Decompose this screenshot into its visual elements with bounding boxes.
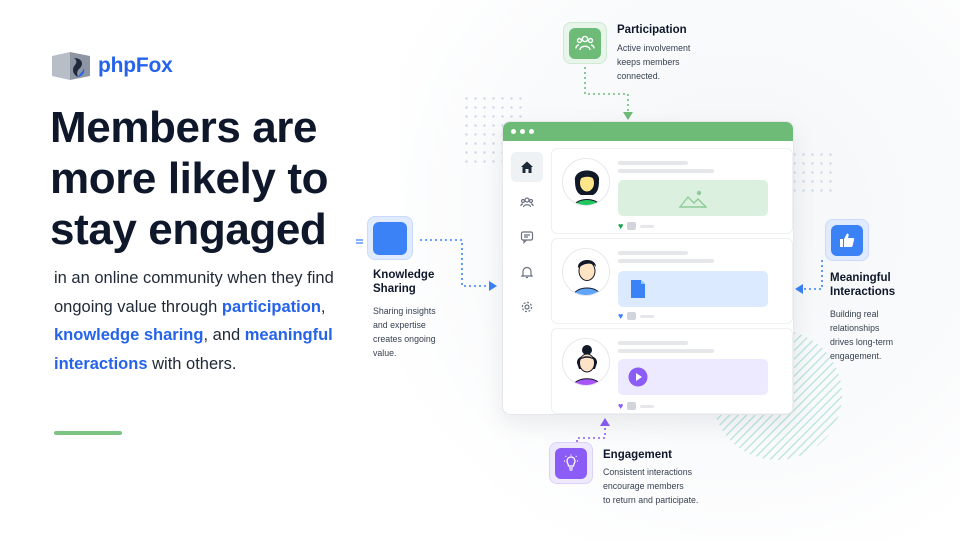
knowledge-title-line: Sharing — [373, 283, 416, 295]
knowledge-desc-line: value. — [373, 348, 397, 358]
logo-text: phpFox — [98, 54, 173, 77]
bell-icon[interactable] — [511, 257, 543, 287]
play-icon[interactable] — [628, 367, 648, 387]
window-dot — [520, 129, 525, 134]
participation-desc-line: keeps members — [617, 57, 680, 67]
app-sidebar — [511, 152, 545, 327]
group-icon[interactable] — [511, 187, 543, 217]
settings-icon[interactable] — [511, 292, 543, 322]
avatar — [562, 158, 610, 206]
engagement-desc-line: encourage members — [603, 481, 684, 491]
engagement-desc: Consistent interactions encourage member… — [603, 465, 698, 507]
accent-divider — [54, 431, 122, 435]
phpfox-logo-icon — [50, 50, 92, 82]
chat-icon[interactable] — [511, 222, 543, 252]
subtitle-and: and — [212, 326, 241, 344]
post-reactions[interactable]: ♥ — [618, 311, 655, 321]
meaningful-desc: Building real relationships drives long-… — [830, 307, 893, 363]
video-post-media[interactable] — [618, 359, 768, 395]
title-line-3: stay engaged — [50, 205, 327, 254]
people-icon — [575, 35, 595, 51]
participation-desc: Active involvement keeps members connect… — [617, 41, 690, 83]
text-placeholder-line — [618, 349, 714, 353]
engagement-icon-box — [549, 442, 593, 484]
engagement-title: Engagement — [603, 449, 673, 461]
logo[interactable]: phpFox — [50, 50, 173, 82]
post-reactions[interactable]: ♥ — [618, 221, 655, 231]
page-title: Members are more likely to stay engaged — [50, 102, 370, 255]
highlight-participation: participation — [221, 297, 321, 316]
text-placeholder-line — [618, 169, 714, 173]
avatar — [562, 338, 610, 386]
subtitle-text-1: in an online community when they find on… — [54, 269, 334, 316]
dot-pattern-right — [790, 150, 834, 194]
document-post-media[interactable] — [618, 271, 768, 307]
participation-desc-line: Active involvement — [617, 43, 691, 53]
post-reactions[interactable]: ♥ — [618, 401, 655, 411]
meaningful-icon-box — [825, 219, 869, 261]
participation-icon-box — [563, 22, 607, 64]
subtitle-comma-2: , — [203, 326, 209, 344]
text-placeholder-line — [618, 259, 714, 263]
knowledge-title-line: Knowledge — [373, 269, 435, 281]
window-title-bar — [503, 122, 793, 141]
feed-post[interactable]: ♥ — [551, 148, 793, 234]
meaningful-desc-line: drives long-term — [830, 337, 894, 347]
knowledge-desc-line: creates ongoing — [373, 334, 436, 344]
participation-desc-line: connected. — [617, 71, 661, 81]
feed-post[interactable]: ♥ — [551, 328, 793, 414]
knowledge-title: Knowledge Sharing — [373, 268, 434, 296]
engagement-desc-line: Consistent interactions — [603, 467, 692, 477]
meaningful-desc-line: Building real — [830, 309, 879, 319]
meaningful-desc-line: relationships — [830, 323, 880, 333]
lightbulb-icon — [564, 454, 578, 471]
community-app-window: ♥ ♥ — [502, 121, 794, 415]
meaningful-desc-line: engagement. — [830, 351, 882, 361]
engagement-desc-line: to return and participate. — [603, 495, 699, 505]
highlight-knowledge-sharing: knowledge sharing — [54, 326, 204, 344]
image-post-media[interactable] — [618, 180, 768, 216]
text-placeholder-line — [618, 161, 688, 165]
thumbs-up-icon — [840, 233, 855, 247]
meaningful-title-line: Meaningful — [830, 272, 891, 284]
subtitle-text-2: with others. — [152, 354, 237, 373]
meaningful-title: Meaningful Interactions — [830, 271, 895, 299]
highlight-meaningful-interactions: meaningful interactions — [54, 326, 333, 373]
feed-post[interactable]: ♥ — [551, 238, 793, 324]
title-line-2: more likely to — [50, 154, 329, 203]
participation-title: Participation — [617, 24, 687, 36]
image-icon — [679, 190, 707, 208]
knowledge-desc: Sharing insights and expertise creates o… — [373, 304, 436, 360]
knowledge-desc-line: and expertise — [373, 320, 426, 330]
title-line-1: Members are — [50, 103, 318, 152]
document-icon — [631, 280, 645, 298]
text-placeholder-line — [618, 251, 688, 255]
window-dot — [529, 129, 534, 134]
knowledge-icon — [373, 221, 407, 255]
avatar — [562, 248, 610, 296]
subtitle-comma-1: , — [320, 297, 326, 316]
subtitle-paragraph: in an online community when they find on… — [54, 264, 354, 378]
text-placeholder-line — [618, 341, 688, 345]
knowledge-icon-box — [367, 216, 413, 260]
meaningful-title-line: Interactions — [830, 286, 896, 298]
home-icon[interactable] — [511, 152, 543, 182]
window-dot — [511, 129, 516, 134]
knowledge-desc-line: Sharing insights — [373, 306, 436, 316]
